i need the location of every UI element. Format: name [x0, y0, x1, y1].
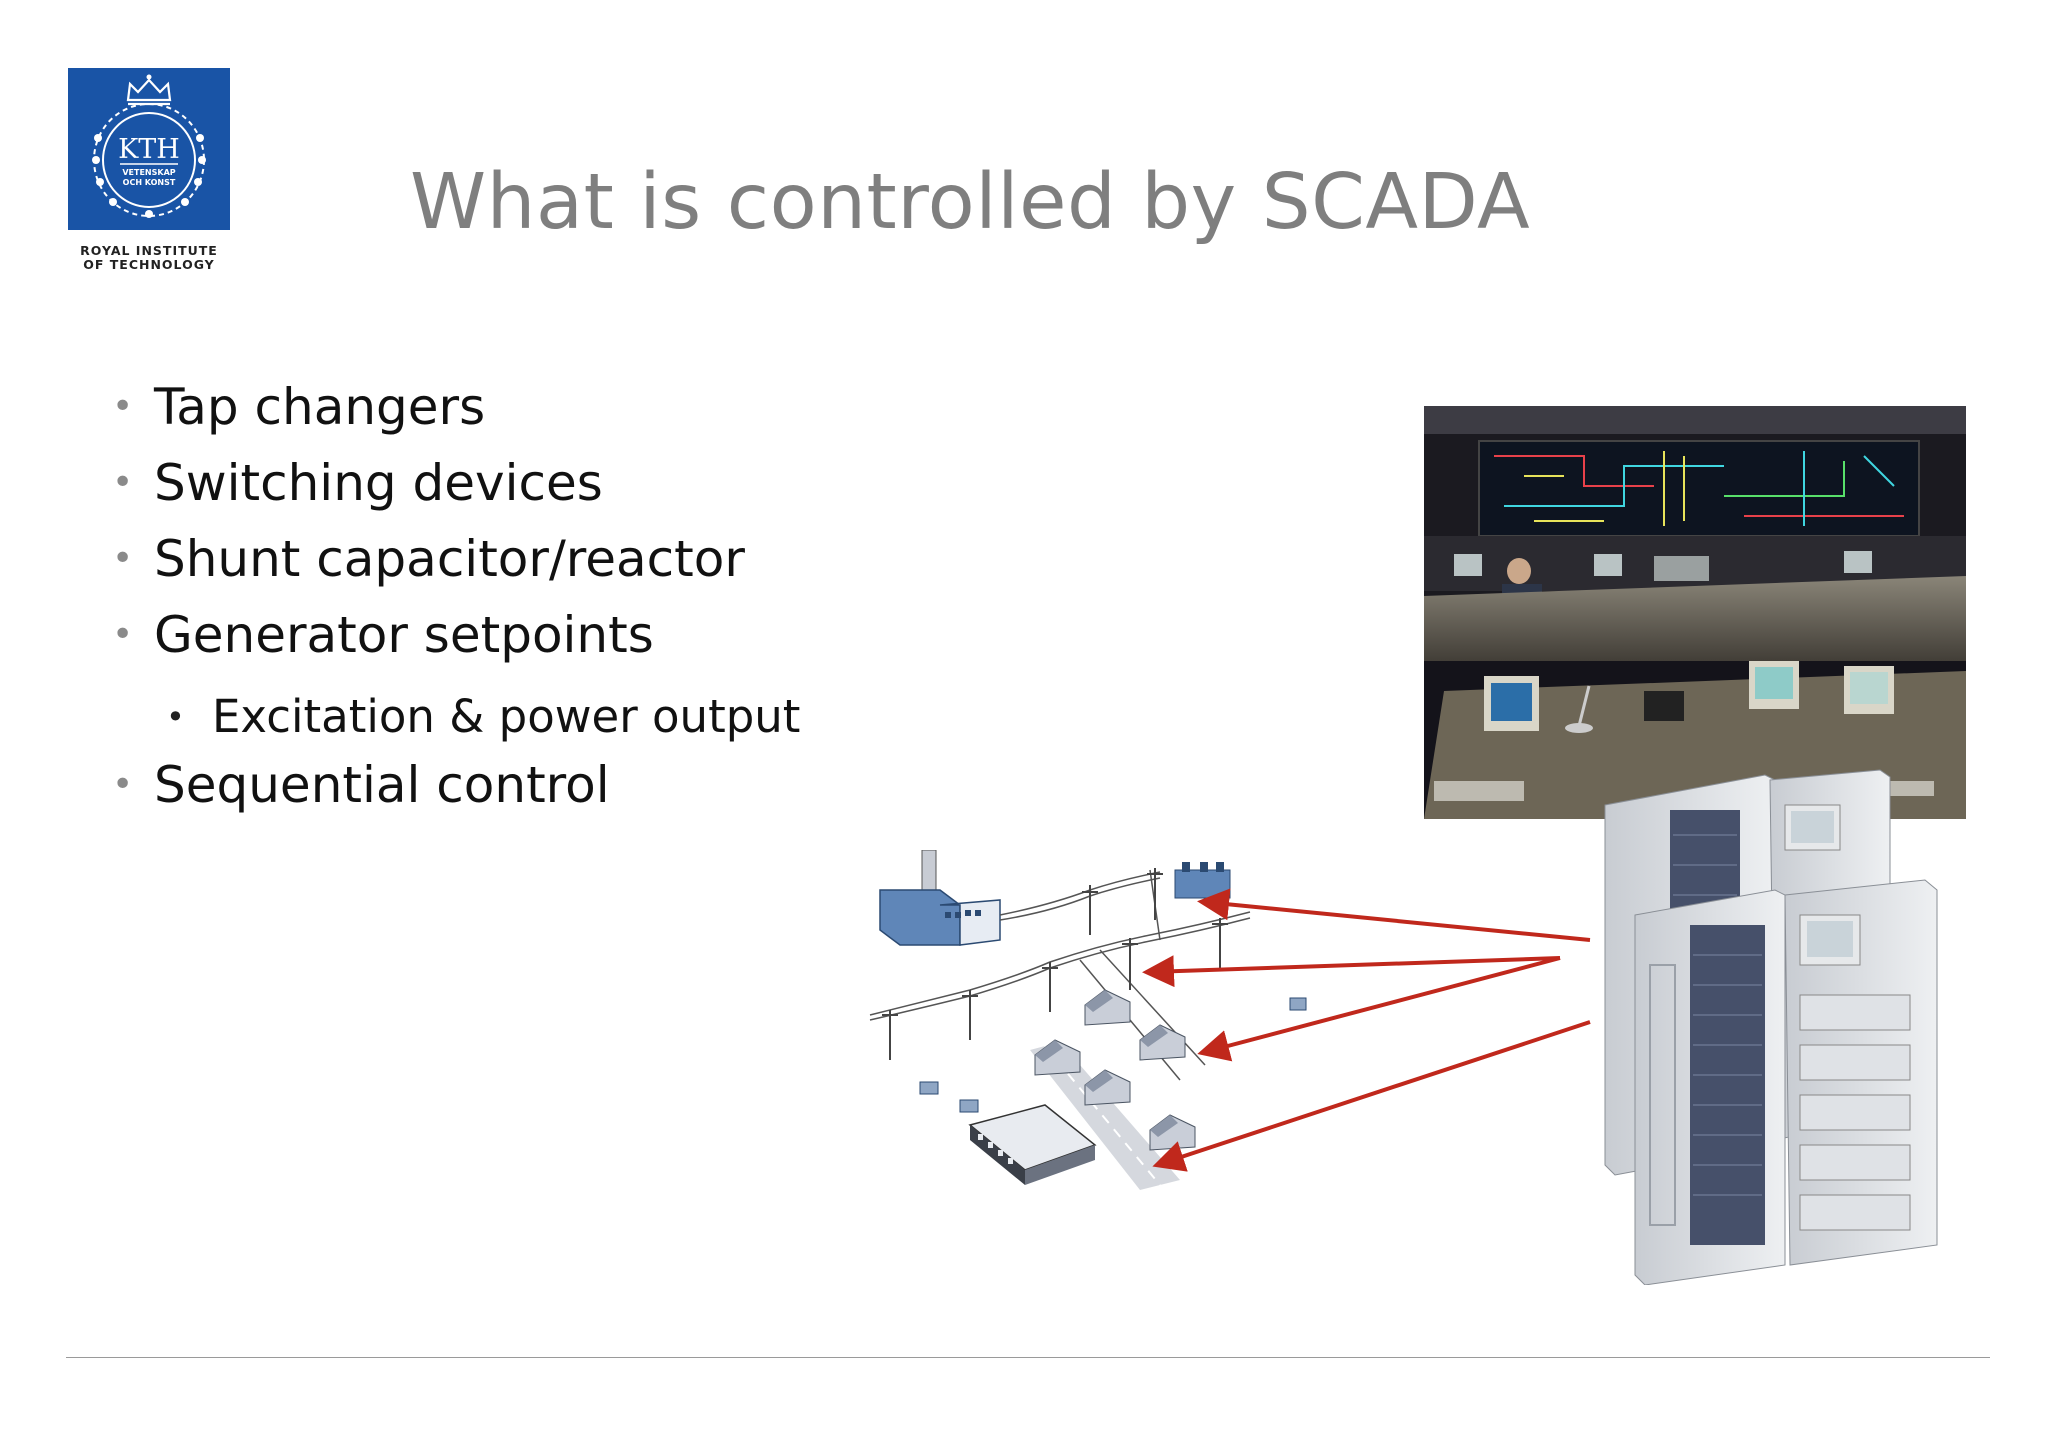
bullet-dot-icon: • — [166, 698, 185, 736]
bullet-dot-icon: • — [112, 386, 134, 427]
logo-motto-line2: OCH KONST — [123, 178, 176, 187]
bullet-item: • Tap changers — [110, 374, 800, 450]
substation-icon — [1174, 862, 1231, 899]
kth-emblem-icon: KTH VETENSKAP OCH KONST — [68, 68, 230, 230]
bullet-dot-icon: • — [112, 764, 134, 805]
kth-logo: KTH VETENSKAP OCH KONST — [68, 68, 230, 230]
sub-bullet-item: • Excitation & power output — [110, 678, 800, 752]
bullet-item: • Generator setpoints — [110, 602, 800, 678]
bullet-text: Switching devices — [154, 454, 603, 512]
bullet-item: • Shunt capacitor/reactor — [110, 526, 800, 602]
scada-server-cabinets — [1604, 769, 1938, 1285]
logo-caption: ROYAL INSTITUTE OF TECHNOLOGY — [68, 244, 230, 272]
control-room-photo — [1424, 406, 1966, 819]
logo-caption-line2: OF TECHNOLOGY — [83, 257, 215, 272]
bullet-item: • Sequential control — [110, 752, 800, 828]
bullet-text: Tap changers — [154, 378, 486, 436]
bullet-text: Shunt capacitor/reactor — [154, 530, 745, 588]
bullet-text: Generator setpoints — [154, 606, 654, 664]
slide-title: What is controlled by SCADA — [410, 158, 1531, 247]
bullet-dot-icon: • — [112, 538, 134, 579]
factory-icon — [968, 1104, 1097, 1185]
bullet-dot-icon: • — [112, 462, 134, 503]
power-plant-icon — [879, 850, 1001, 946]
power-grid-illustration — [869, 850, 1307, 1190]
logo-monogram: KTH — [118, 134, 180, 165]
bullet-text: Sequential control — [154, 756, 610, 814]
bullet-dot-icon: • — [112, 614, 134, 655]
bullet-list: • Tap changers • Switching devices • Shunt … — [110, 374, 800, 828]
bullet-text: Excitation & power output — [212, 690, 801, 743]
logo-motto-line1: VETENSKAP — [122, 168, 175, 177]
logo-caption-line1: ROYAL INSTITUTE — [80, 243, 218, 258]
footer-divider — [66, 1357, 1990, 1358]
bullet-item: • Switching devices — [110, 450, 800, 526]
